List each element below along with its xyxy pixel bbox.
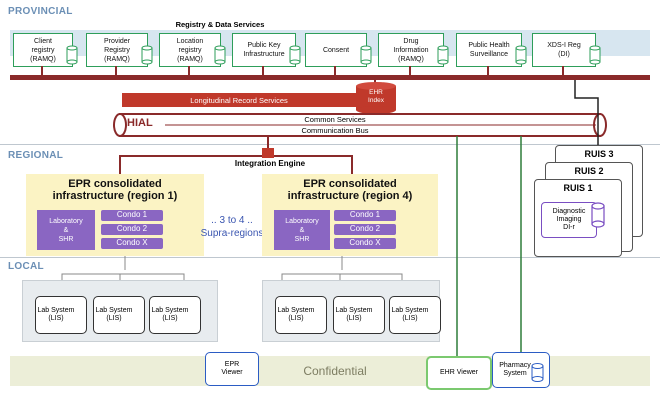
registry-header: Registry & Data Services [175, 20, 265, 29]
supra-regions-label: .. 3 to 4 ..Supra-regions [200, 215, 264, 239]
lab-shr-box: Laboratory&SHR [37, 210, 95, 250]
longitudinal-label: Longitudinal Record Services [190, 96, 288, 105]
lab-system-box: Lab System(LIS) [35, 296, 87, 334]
lab-system-box: Lab System(LIS) [93, 296, 145, 334]
condo-x: Condo X [101, 238, 163, 249]
ehr-index-cylinder [356, 82, 396, 114]
lab-system-box: Lab System(LIS) [333, 296, 385, 334]
pharmacy-cylinder [531, 363, 544, 382]
tier-divider [0, 257, 660, 258]
ruis-2-label: RUIS 2 [574, 166, 604, 176]
tier-local: LOCAL [8, 261, 44, 272]
hial-pipe [113, 113, 607, 137]
tier-regional: REGIONAL [8, 150, 64, 161]
registry-consent: Consent [305, 33, 367, 67]
common-services-label: Common Services [304, 115, 366, 124]
integration-engine-label: Integration Engine [234, 159, 306, 168]
lab-shr-box: Laboratory&SHR [274, 210, 330, 250]
condo-2: Condo 2 [334, 224, 396, 235]
tier-divider [0, 144, 660, 145]
tier-provincial: PROVINCIAL [8, 6, 73, 17]
communication-bus-label: Communication Bus [301, 126, 369, 135]
confidential-label: Confidential [303, 364, 367, 378]
ruis-3-label: RUIS 3 [584, 149, 614, 159]
registry-bus [10, 75, 650, 80]
ruis-1-label: RUIS 1 [563, 183, 593, 193]
di-cylinder [591, 202, 605, 228]
hial-label: HIAL [127, 117, 153, 129]
lab-system-box: Lab System(LIS) [275, 296, 327, 334]
condo-2: Condo 2 [101, 224, 163, 235]
lab-system-box: Lab System(LIS) [389, 296, 441, 334]
condo-1: Condo 1 [334, 210, 396, 221]
longitudinal-bar [122, 93, 384, 107]
condo-1: Condo 1 [101, 210, 163, 221]
lab-system-box: Lab System(LIS) [149, 296, 201, 334]
ehr-viewer[interactable]: EHR Viewer [426, 356, 492, 390]
integration-engine-node [262, 148, 274, 158]
condo-x: Condo X [334, 238, 396, 249]
